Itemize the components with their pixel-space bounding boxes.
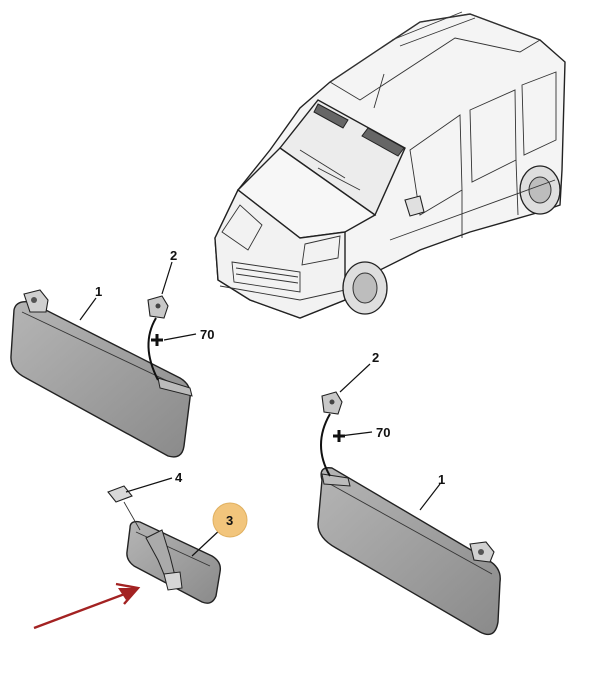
rearview-mirror (126, 520, 222, 604)
callout-labels: 1 2 70 1 2 70 4 3 (95, 248, 445, 528)
leader-lines (79, 261, 441, 557)
pointer-arrow-icon (33, 582, 141, 630)
screw-right-label: 70 (376, 425, 390, 440)
mirror-label: 3 (226, 513, 233, 528)
van-illustration (214, 11, 566, 319)
sun-visor-right (317, 467, 501, 636)
clip-left (147, 295, 169, 381)
sun-visor-left (10, 289, 193, 458)
clip-right (320, 391, 343, 477)
screw-left-label: 70 (200, 327, 214, 342)
visor-left-label: 1 (95, 284, 102, 299)
clip-right-label: 2 (372, 350, 379, 365)
mirror-cover (107, 485, 133, 503)
visor-right-label: 1 (438, 472, 445, 487)
mirror-callout-highlight (212, 502, 248, 538)
cover-label: 4 (175, 470, 183, 485)
screw-markers (151, 334, 345, 442)
clip-left-label: 2 (170, 248, 177, 263)
